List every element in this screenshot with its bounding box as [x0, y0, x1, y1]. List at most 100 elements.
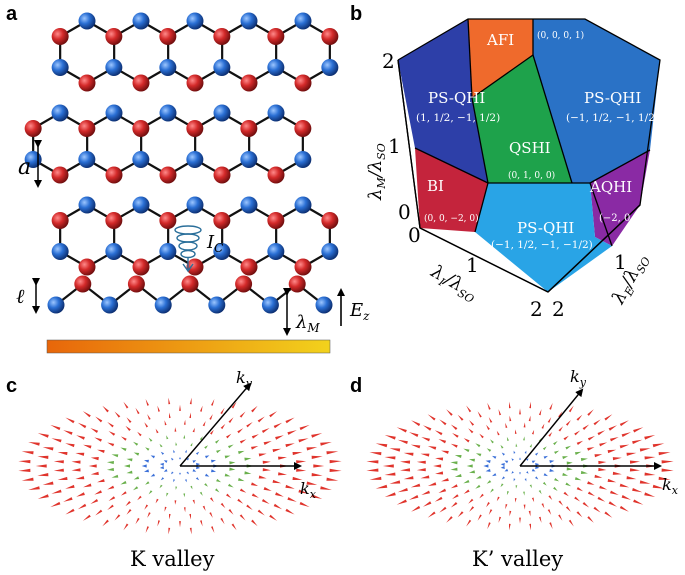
- spin-arrow: [604, 511, 613, 518]
- spin-arrow: [498, 516, 502, 523]
- spin-arrow: [416, 468, 426, 472]
- axis-m-tick-2: 2: [382, 49, 395, 73]
- spin-arrow: [469, 458, 475, 462]
- blue-atom: [186, 12, 204, 30]
- blue-atom: [186, 151, 204, 168]
- spin-arrow: [171, 471, 174, 475]
- kx-label-d: kx: [662, 475, 679, 497]
- spin-arrow: [237, 498, 244, 504]
- spin-arrow: [562, 456, 569, 460]
- spin-arrow: [496, 430, 500, 436]
- red-atom: [78, 74, 96, 92]
- spin-arrow: [475, 475, 482, 479]
- spin-arrow: [505, 504, 508, 510]
- spin-arrow: [159, 466, 164, 470]
- blue-atom: [105, 243, 123, 260]
- spin-arrow: [488, 509, 493, 515]
- spin-arrow: [450, 424, 458, 430]
- spin-arrow: [542, 481, 547, 486]
- spin-arrow: [126, 509, 132, 515]
- spin-arrow: [145, 481, 150, 485]
- spin-arrow: [37, 473, 49, 477]
- spin-arrow: [535, 452, 539, 456]
- spin-arrow: [311, 494, 323, 499]
- spin-arrow: [228, 417, 234, 423]
- spin-arrow: [523, 491, 525, 496]
- spin-arrow: [608, 501, 617, 507]
- spin-arrow: [498, 409, 502, 416]
- blue-atom: [105, 59, 123, 76]
- spin-arrow: [506, 436, 509, 441]
- spin-arrow: [468, 428, 474, 434]
- spin-arrow: [410, 483, 421, 488]
- spin-arrow: [258, 475, 267, 479]
- region-code-qshi: (0, 1, 0, 0): [508, 170, 555, 181]
- spin-arrow: [441, 478, 449, 482]
- spin-arrow: [220, 502, 226, 509]
- spin-arrow: [210, 429, 214, 435]
- region-label-psqhi-bottom: PS-QHI: [517, 219, 574, 237]
- spin-arrow: [220, 517, 225, 525]
- spin-arrow: [488, 417, 493, 423]
- spin-arrow: [416, 460, 426, 464]
- spin-arrow: [76, 492, 85, 497]
- spin-arrow: [598, 460, 607, 465]
- spin-arrow: [535, 476, 539, 480]
- spin-arrow: [652, 484, 665, 489]
- spin-arrow: [587, 409, 594, 416]
- spin-arrow: [538, 437, 542, 442]
- axis-m-tick-0: 0: [398, 200, 411, 224]
- spin-arrow: [463, 438, 470, 443]
- region-code-psqhi-left: (1, 1/2, −1, 1/2): [416, 112, 500, 124]
- blue-atom: [47, 296, 65, 314]
- spin-arrow: [604, 414, 613, 421]
- spin-arrow: [633, 499, 644, 505]
- spin-arrow: [446, 409, 453, 416]
- spin-arrow: [644, 456, 656, 460]
- red-atom: [267, 28, 285, 45]
- spin-arrow: [452, 433, 459, 438]
- spin-arrow: [257, 416, 265, 423]
- spin-arrow: [621, 432, 631, 437]
- spin-arrow: [427, 511, 436, 518]
- spin-arrow: [384, 472, 396, 476]
- red-atom: [288, 275, 306, 293]
- spin-arrow: [95, 416, 103, 423]
- spin-arrow: [192, 499, 195, 505]
- region-aqhi: [590, 150, 650, 246]
- spin-arrow: [397, 488, 408, 493]
- spin-arrow: [421, 490, 430, 495]
- spin-arrow: [501, 476, 505, 480]
- spin-arrow: [524, 478, 527, 482]
- spin-arrow: [90, 499, 99, 504]
- spin-arrow: [366, 468, 379, 472]
- spin-arrow: [574, 430, 581, 436]
- spin-arrow: [469, 420, 475, 426]
- spin-arrow: [400, 468, 411, 472]
- spin-arrow: [509, 510, 512, 517]
- spin-arrow: [238, 450, 245, 455]
- spin-arrow: [435, 457, 444, 461]
- spin-arrow: [644, 435, 656, 440]
- axis-i-tick-0: 0: [408, 223, 421, 247]
- spin-arrow: [541, 423, 545, 429]
- spin-arrow: [83, 444, 92, 449]
- spin-arrow: [71, 460, 81, 464]
- spin-arrow: [409, 432, 419, 437]
- spin-arrow: [220, 407, 225, 415]
- spin-arrow: [599, 485, 608, 490]
- spin-arrow: [661, 468, 674, 472]
- spin-arrow: [633, 427, 644, 433]
- spin-arrow: [195, 451, 200, 455]
- spin-arrow: [587, 516, 594, 523]
- blue-atom: [154, 296, 172, 314]
- spin-arrow: [183, 434, 186, 439]
- spin-arrow: [384, 492, 396, 497]
- blue-atom: [321, 243, 339, 260]
- spin-arrow: [278, 456, 287, 460]
- spin-arrow: [211, 469, 216, 473]
- blue-atom: [321, 59, 339, 76]
- spin-arrow: [77, 503, 87, 510]
- spin-arrow: [513, 450, 516, 454]
- region-afi: [468, 19, 533, 98]
